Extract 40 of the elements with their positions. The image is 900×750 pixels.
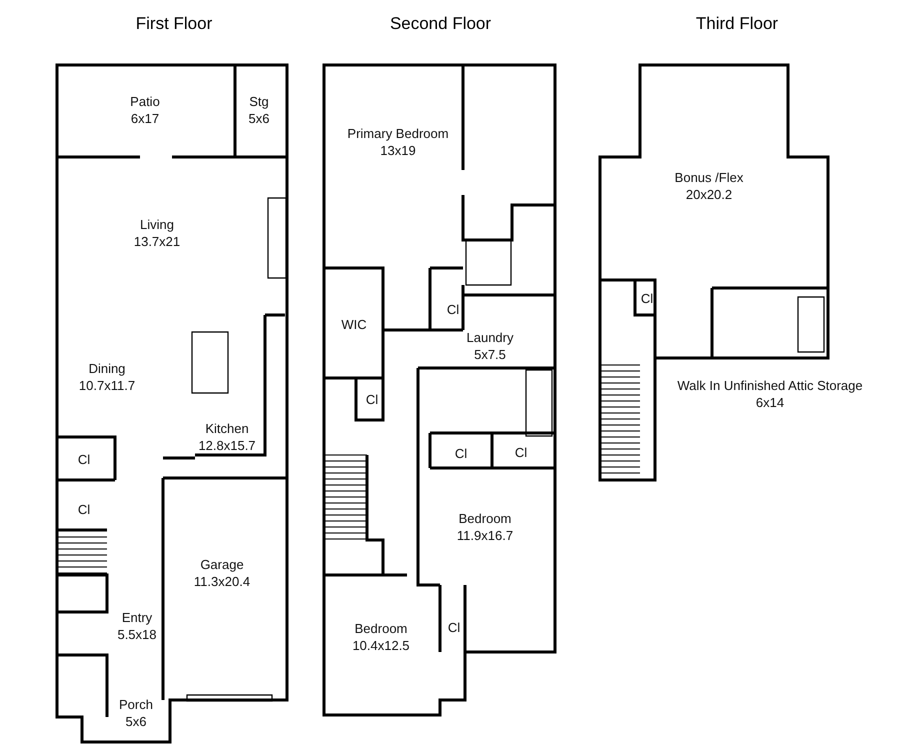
room-dimensions: 6x14 xyxy=(754,394,786,411)
room-name: Patio xyxy=(129,93,161,110)
room-dimensions: 10.7x11.7 xyxy=(78,377,136,394)
floor-heading: Third Floor xyxy=(694,14,780,34)
room-name: Cl xyxy=(454,444,468,462)
room-name: Cl xyxy=(76,500,92,518)
room-dimensions: 11.3x20.4 xyxy=(192,573,252,590)
room-name: Cl xyxy=(364,390,380,408)
room-name: Living xyxy=(139,216,175,233)
floor-heading: First Floor xyxy=(134,14,214,34)
room-name: Kitchen xyxy=(204,420,250,437)
room-name: Cl xyxy=(446,300,460,318)
room-name: Porch xyxy=(118,696,154,713)
room-dimensions: 5.5x18 xyxy=(116,626,158,643)
room-dimensions: 13x19 xyxy=(379,142,417,159)
room-name: Stg xyxy=(248,93,270,110)
room-dimensions: 10.4x12.5 xyxy=(351,637,411,654)
room-name: Cl xyxy=(76,450,92,468)
room-name: Cl xyxy=(446,618,462,636)
room-name: Cl xyxy=(514,444,528,460)
room-dimensions: 5x6 xyxy=(124,713,148,730)
room-name: Entry xyxy=(120,609,154,626)
room-name: WIC xyxy=(340,316,368,332)
room-name: Cl xyxy=(640,290,654,306)
room-name: Primary Bedroom xyxy=(346,125,450,142)
room-name: Bedroom xyxy=(354,620,408,637)
room-name: Bedroom xyxy=(458,510,512,527)
room-dimensions: 5x6 xyxy=(248,110,270,127)
room-dimensions: 20x20.2 xyxy=(684,186,734,203)
room-dimensions: 12.8x15.7 xyxy=(197,437,257,454)
room-name: Laundry xyxy=(466,329,514,346)
floor-heading: Second Floor xyxy=(388,14,492,34)
room-name: Bonus /Flex xyxy=(674,169,744,186)
room-name: Walk In Unfinished Attic Storage xyxy=(676,377,864,394)
room-dimensions: 13.7x21 xyxy=(132,233,182,250)
room-dimensions: 5x7.5 xyxy=(473,346,507,363)
room-dimensions: 6x17 xyxy=(130,110,160,127)
room-name: Garage xyxy=(199,556,245,573)
room-dimensions: 11.9x16.7 xyxy=(456,527,514,544)
room-name: Dining xyxy=(88,360,126,377)
